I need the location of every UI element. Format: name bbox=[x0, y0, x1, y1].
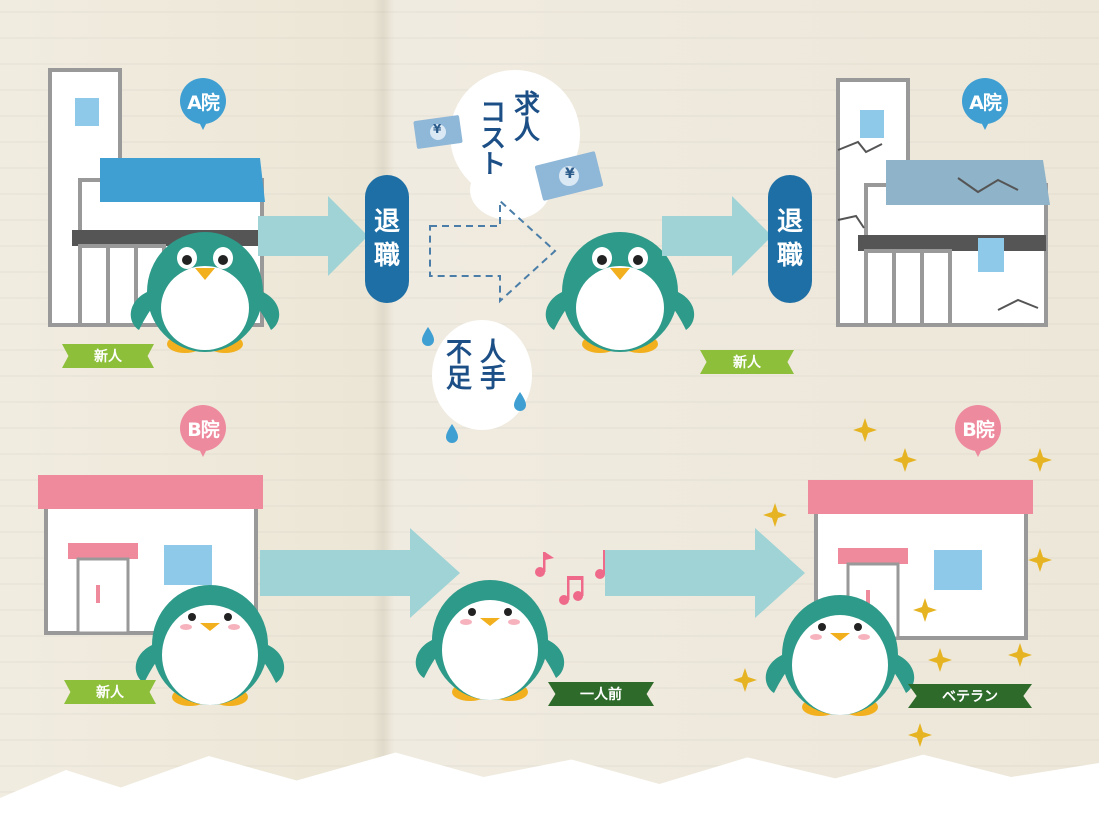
badge-newcomer-mid: 新人 bbox=[700, 350, 794, 374]
shortage-cloud bbox=[432, 320, 532, 430]
arrow-b-2 bbox=[605, 528, 805, 618]
dashed-arrow bbox=[429, 198, 557, 304]
yen-symbol-2: ¥ bbox=[565, 166, 575, 182]
cost-text: コスト bbox=[479, 98, 506, 180]
recruit-text: 求人 bbox=[513, 90, 540, 146]
badge-newcomer-b: 新人 bbox=[64, 680, 156, 704]
hands-text: 人手 bbox=[479, 338, 506, 394]
badge-newcomer-a: 新人 bbox=[62, 344, 154, 368]
shortage-text: 不足 bbox=[445, 338, 472, 394]
hospital-b-pin: B院 bbox=[180, 405, 226, 461]
yen-banknote-icon-2 bbox=[534, 151, 604, 201]
yen-symbol-1: ¥ bbox=[433, 122, 442, 136]
yen-banknote-icon bbox=[413, 115, 463, 149]
retire-pill-2: 退 職 bbox=[768, 175, 812, 303]
arrow-b-1 bbox=[260, 528, 460, 618]
hospital-b-veteran-pin: B院 bbox=[955, 405, 1001, 461]
hospital-a-cracked-icon bbox=[836, 78, 1050, 327]
badge-veteran: ベテラン bbox=[908, 684, 1032, 708]
hospital-a-pin: A院 bbox=[180, 78, 226, 134]
badge-full-fledged: 一人前 bbox=[548, 682, 654, 706]
hospital-a-cracked-pin: A院 bbox=[962, 78, 1008, 134]
retire-pill-1: 退 職 bbox=[365, 175, 409, 303]
